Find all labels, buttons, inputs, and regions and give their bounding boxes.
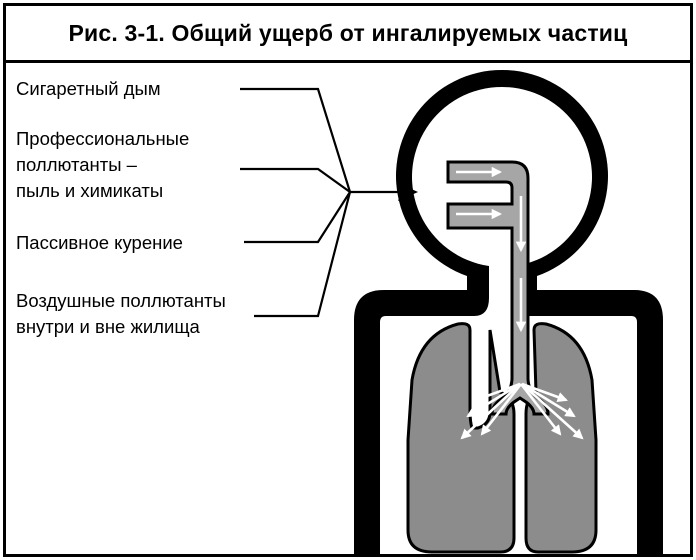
- label-air-pollutants-2: внутри и вне жилища: [16, 316, 201, 337]
- left-lung: [408, 324, 514, 552]
- leader-line-air: [254, 192, 350, 316]
- leader-line-occupational: [240, 169, 350, 192]
- label-occupational-2: поллютанты –: [16, 154, 138, 175]
- label-occupational-3: пыль и химикаты: [16, 180, 163, 201]
- label-occupational-1: Профессиональные: [16, 128, 189, 149]
- leader-line-passive: [244, 192, 350, 242]
- label-air-pollutants-1: Воздушные поллютанты: [16, 290, 226, 311]
- label-cigarette-smoke: Сигаретный дым: [16, 78, 161, 99]
- label-passive-smoking: Пассивное курение: [16, 232, 183, 253]
- leader-line-cigarette: [240, 89, 350, 192]
- right-lung: [526, 324, 596, 552]
- source-labels: Сигаретный дым Профессиональные поллютан…: [16, 78, 226, 337]
- leader-lines: [240, 89, 402, 316]
- lungs: [408, 324, 596, 552]
